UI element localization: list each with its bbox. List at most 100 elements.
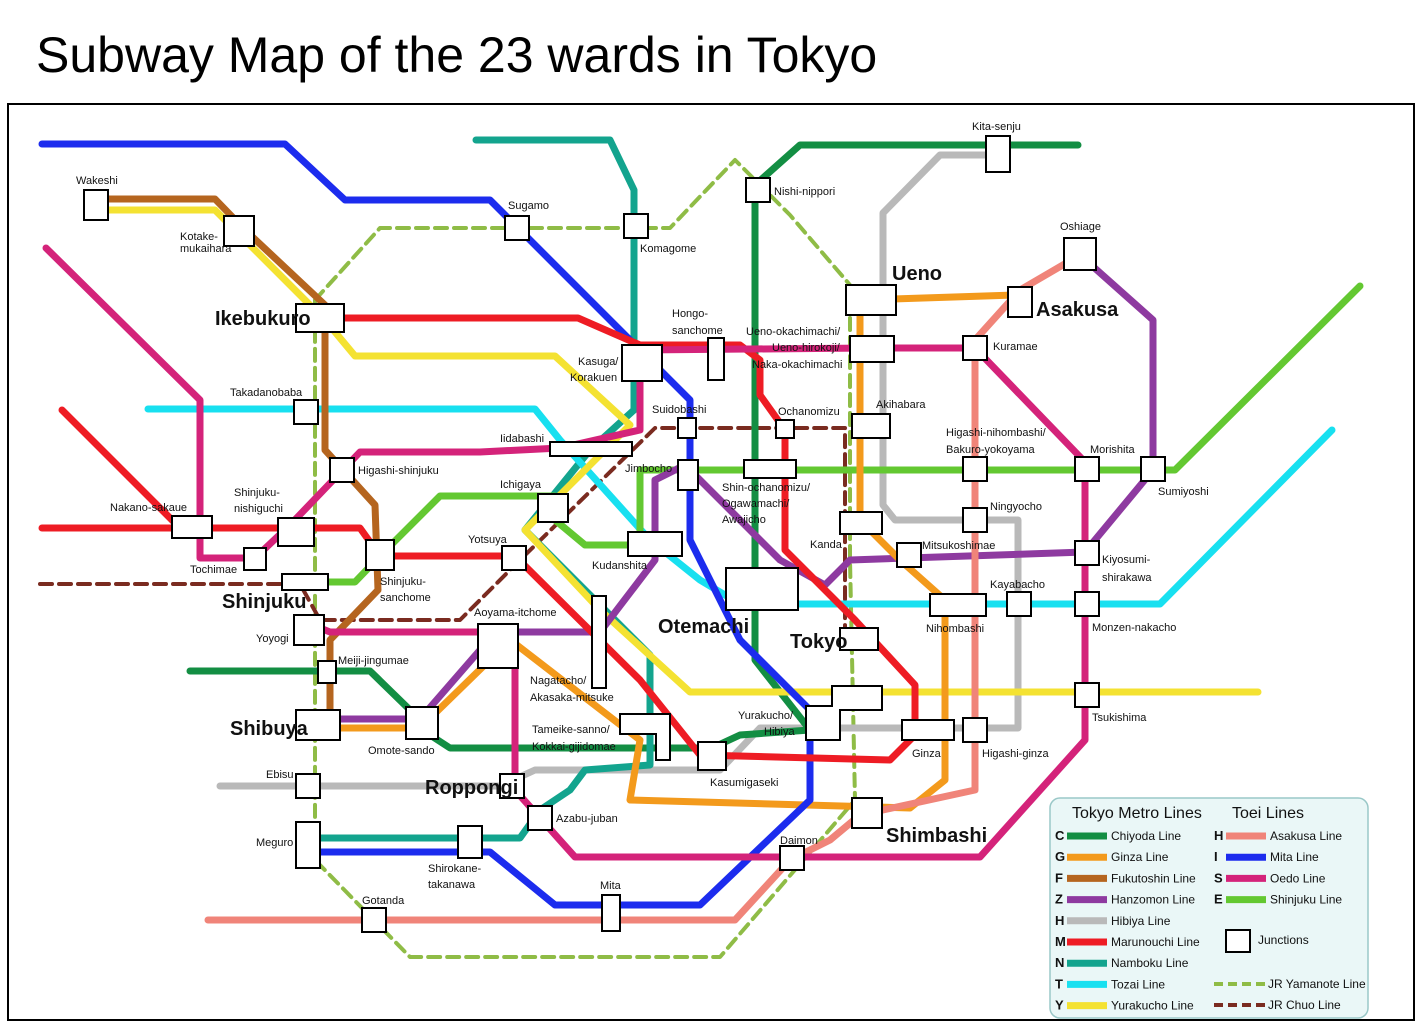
station-label: Awajicho: [722, 514, 766, 526]
junction-ochanomizu: [775, 419, 795, 439]
station-label: Mita: [600, 880, 622, 892]
junction-meijijingumae: [317, 660, 337, 684]
station-label: Monzen-nakacho: [1092, 622, 1176, 634]
junction-ikebukuro: [295, 303, 345, 333]
junction-ebisu: [295, 773, 321, 799]
line-fukutoshin: [91, 195, 382, 724]
line-oedo: [42, 244, 1089, 861]
junction-uenookachimachi: [849, 335, 895, 363]
junction-azabujuban: [527, 805, 553, 831]
line-marunouchi-branch: [58, 406, 184, 532]
junction-morishita: [1074, 456, 1100, 482]
junction-wakeshi: [83, 189, 109, 221]
junction-meguro: [295, 821, 321, 869]
metro-code: G: [1055, 849, 1065, 864]
station-label: Nagatacho/: [530, 675, 587, 687]
station-label: Shirokane-: [428, 863, 482, 875]
station-label: Sumiyoshi: [1158, 486, 1209, 498]
station-label: Hongo-: [672, 308, 708, 320]
station-label: Shibuya: [230, 718, 309, 740]
station-label: Kanda: [810, 539, 843, 551]
station-label: Kasuga/: [578, 356, 619, 368]
toei-code: H: [1214, 828, 1223, 843]
station-label: Morishita: [1090, 444, 1136, 456]
station-label: Tochimae: [190, 564, 237, 576]
station-label: Gotanda: [362, 895, 405, 907]
junction-sumiyoshi: [1140, 456, 1166, 482]
station-label: Mitsukoshimae: [922, 540, 995, 552]
legend-heading-metro: Tokyo Metro Lines: [1072, 805, 1202, 822]
junction-akihabara: [851, 413, 891, 439]
junction-asakusa: [1007, 286, 1033, 318]
station-label: Tokyo: [790, 631, 847, 653]
station-label: Kiyosumi-: [1102, 554, 1151, 566]
junction-komagome: [623, 213, 649, 239]
junction-shinjukunishiguchi: [277, 517, 315, 547]
junction-higashiginza: [962, 717, 988, 743]
toei-code: S: [1214, 870, 1223, 885]
line-mita: [38, 140, 814, 909]
station-label: Sugamo: [508, 200, 549, 212]
metro-code: Z: [1055, 892, 1063, 907]
junction-shibuya: [295, 709, 341, 741]
station-label: Korakuen: [570, 372, 617, 384]
station-label: Kasumigaseki: [710, 777, 778, 789]
toei-label: Mita Line: [1270, 850, 1319, 864]
station-label: Kudanshita: [592, 560, 648, 572]
junction-suidobashi: [677, 417, 697, 439]
junction-kiyosumi: [1074, 540, 1100, 566]
station-label: Aoyama-itchome: [474, 607, 557, 619]
station-label: Kayabacho: [990, 579, 1045, 591]
junction-nakanosakaue: [171, 515, 213, 539]
junction-daimon: [779, 845, 805, 871]
station-label: Roppongi: [425, 777, 518, 799]
metro-code: H: [1055, 913, 1064, 928]
station-label: Takadanobaba: [230, 387, 303, 399]
station-label: Ogawamachi/: [722, 498, 790, 510]
station-label: Asakusa: [1036, 299, 1119, 321]
toei-label: Oedo Line: [1270, 871, 1326, 885]
station-label: Meiji-jingumae: [338, 655, 409, 667]
junction-tochimae: [243, 547, 267, 571]
junction-monzennakacho: [1074, 591, 1100, 617]
station-label: Wakeshi: [76, 175, 118, 187]
station-label: sanchome: [380, 592, 431, 604]
metro-label: Ginza Line: [1111, 850, 1169, 864]
junction-kitasenju: [985, 135, 1011, 173]
junction-nishinippori: [745, 177, 771, 203]
station-label: Ueno-okachimachi/: [746, 326, 841, 338]
junction-kuramae: [962, 335, 988, 361]
junction-gotanda: [361, 907, 387, 933]
junction-shirokanetakanawa: [457, 825, 483, 859]
legend-chuo-label: JR Chuo Line: [1268, 998, 1341, 1012]
station-label: Kuramae: [993, 341, 1038, 353]
station-label: Jimbocho: [625, 463, 672, 475]
station-label: Kita-senju: [972, 121, 1021, 133]
station-label: Nishi-nippori: [774, 186, 835, 198]
station-label: Ochanomizu: [778, 406, 840, 418]
legend-junctions-label: Junctions: [1258, 933, 1309, 947]
junction-yurakucho: [805, 685, 883, 741]
line-yurakucho: [91, 206, 1262, 696]
junction-higashishinjuku: [329, 457, 355, 483]
junction-shinjukusanchome: [365, 539, 395, 571]
station-label: Nakano-sakaue: [110, 502, 187, 514]
metro-code: T: [1055, 976, 1063, 991]
junction-ichigaya: [537, 493, 569, 523]
station-label: Tsukishima: [1092, 712, 1147, 724]
toei-label: Asakusa Line: [1270, 829, 1342, 843]
station-label: Ichigaya: [500, 479, 542, 491]
junction-shinjuku: [281, 573, 329, 591]
junction-tokyo: [839, 627, 879, 651]
toei-label: Shinjuku Line: [1270, 893, 1342, 907]
station-label: Naka-okachimachi: [752, 359, 842, 371]
station-label: Ueno-hirokoji/: [772, 342, 841, 354]
junction-yotsuya: [501, 545, 527, 571]
toei-code: I: [1214, 849, 1218, 864]
junction-higashinihombashi: [962, 456, 988, 482]
station-label: Ningyocho: [990, 501, 1042, 513]
station-label: Ebisu: [266, 769, 294, 781]
station-label: Yurakucho/: [738, 710, 794, 722]
station-label: Ginza: [912, 748, 942, 760]
